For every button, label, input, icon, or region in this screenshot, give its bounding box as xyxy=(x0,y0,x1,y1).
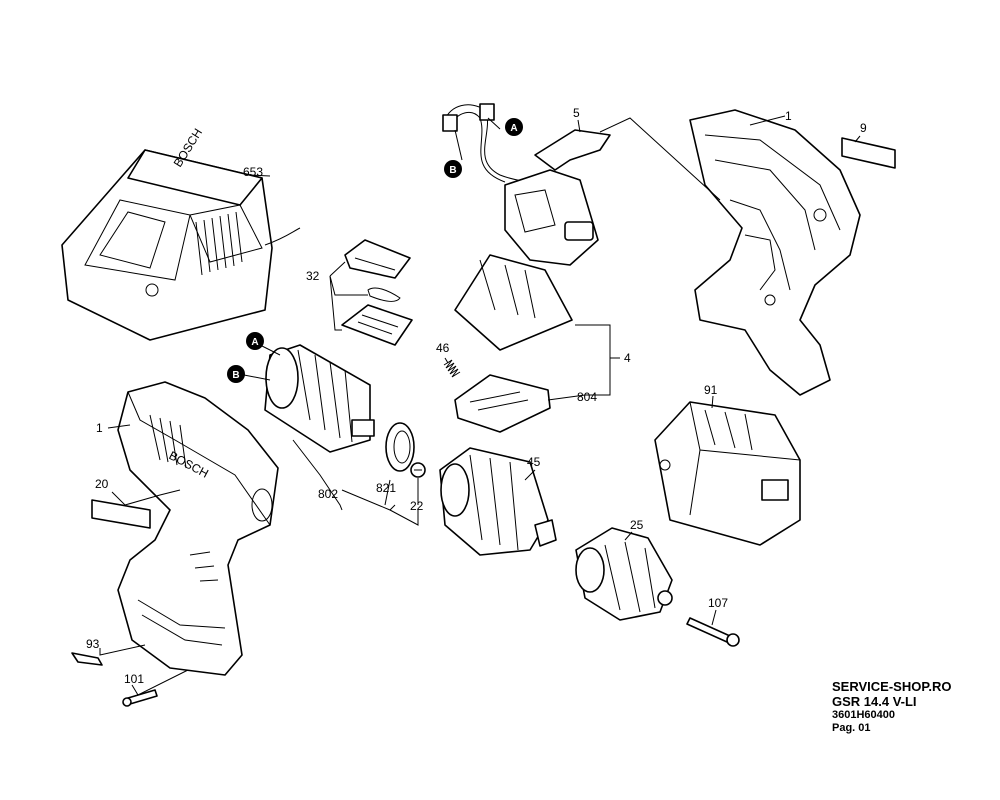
callout-a-motor: A xyxy=(246,332,264,350)
drill-housing-right[interactable] xyxy=(689,109,861,396)
drill-housing-left[interactable] xyxy=(117,381,279,676)
part-code: 3601H60400 xyxy=(832,709,896,721)
part-label-46: 46 xyxy=(436,341,450,355)
screw-22[interactable] xyxy=(410,462,426,478)
part-label-5: 5 xyxy=(573,106,580,120)
retaining-ring-821[interactable] xyxy=(385,422,415,472)
model-name: GSR 14.4 V-LI xyxy=(832,694,917,709)
callout-a-top: A xyxy=(505,118,523,136)
spring-46[interactable] xyxy=(443,359,461,378)
svg-text:A: A xyxy=(251,337,258,348)
leader-lines xyxy=(99,115,861,696)
battery-pack-91[interactable] xyxy=(654,401,801,546)
label-sticker-9[interactable] xyxy=(841,137,896,169)
part-label-9: 9 xyxy=(860,121,867,135)
part-label-20: 20 xyxy=(95,477,109,491)
info-block: SERVICE-SHOP.RO GSR 14.4 V-LI 3601H60400… xyxy=(832,679,951,735)
part-label-1-top: 1 xyxy=(785,109,792,123)
part-label-101: 101 xyxy=(124,672,144,686)
part-label-107: 107 xyxy=(708,596,728,610)
switch-base-plate[interactable] xyxy=(454,254,573,351)
chuck-25[interactable] xyxy=(575,527,673,621)
part-label-1-left: 1 xyxy=(96,421,103,435)
screw-107[interactable] xyxy=(686,617,740,647)
label-sticker-20[interactable] xyxy=(91,499,151,529)
site-name: SERVICE-SHOP.RO xyxy=(832,679,952,694)
part-label-32: 32 xyxy=(306,269,320,283)
battery-charger[interactable] xyxy=(61,149,301,341)
gearbox-45[interactable] xyxy=(439,447,557,556)
cover-part-5[interactable] xyxy=(534,129,611,171)
part-label-821: 821 xyxy=(376,481,396,495)
switch-module[interactable] xyxy=(504,169,599,266)
page-number: Pag. 01 xyxy=(832,722,871,734)
part-label-653: 653 xyxy=(243,165,263,179)
svg-text:B: B xyxy=(232,370,239,381)
electronics-plate-804[interactable] xyxy=(454,374,551,433)
part-label-22: 22 xyxy=(410,499,424,513)
part-label-25: 25 xyxy=(630,518,644,532)
callout-b-top: B xyxy=(444,160,462,178)
svg-text:B: B xyxy=(449,165,456,176)
motor-802[interactable] xyxy=(264,344,375,453)
callout-b-motor: B xyxy=(227,365,245,383)
part-label-802: 802 xyxy=(318,487,338,501)
screwdriver-bit-93[interactable] xyxy=(71,652,103,666)
part-label-45: 45 xyxy=(527,455,541,469)
part-label-804: 804 xyxy=(577,390,597,404)
part-label-91: 91 xyxy=(704,383,718,397)
part-label-4: 4 xyxy=(624,351,631,365)
part-label-93: 93 xyxy=(86,637,100,651)
clip-set-32[interactable] xyxy=(341,239,413,346)
screw-101[interactable] xyxy=(122,689,158,707)
svg-text:A: A xyxy=(510,123,517,134)
